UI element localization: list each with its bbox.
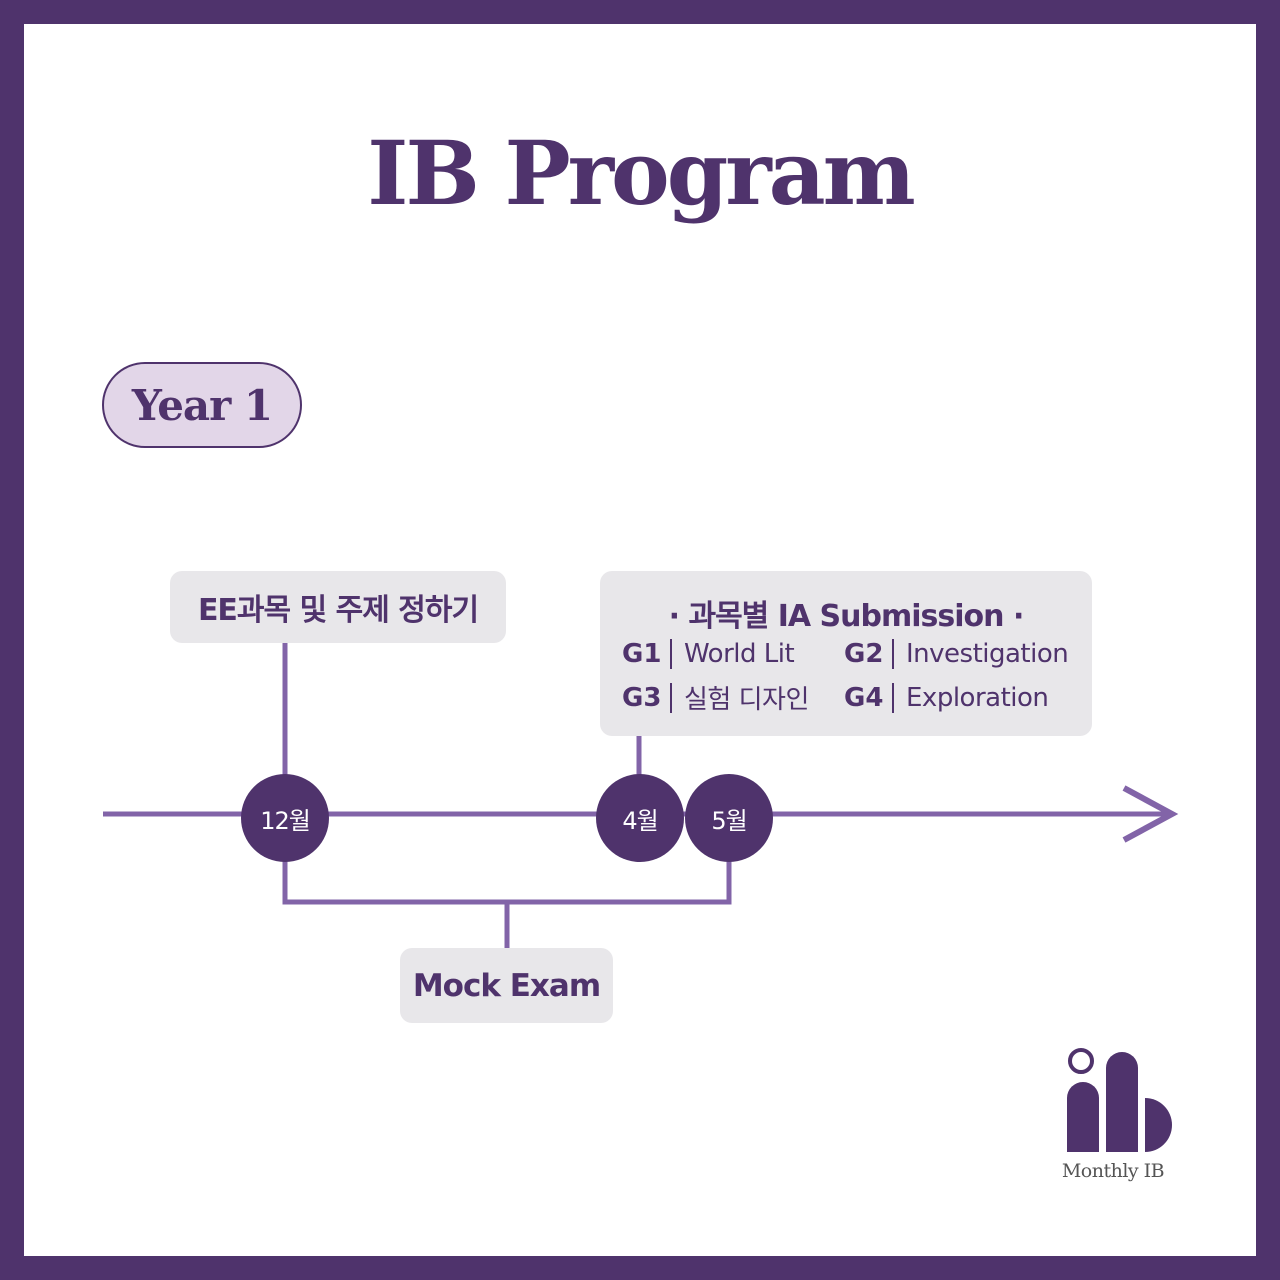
ia-group: G1 (622, 639, 662, 669)
timeline-node-may: 5월 (685, 774, 773, 862)
ia-group: G3 (622, 682, 662, 713)
arrow-head-icon (1122, 785, 1179, 843)
ia-item: G3 실험 디자인 (622, 679, 844, 716)
logo-b-bowl (1145, 1098, 1172, 1152)
logo-i-stem (1067, 1082, 1099, 1152)
ia-subject: Investigation (906, 639, 1069, 669)
logo-b-stem (1106, 1052, 1138, 1152)
ia-row: G1 World Lit G2 Investigation (622, 639, 1069, 669)
ia-group: G2 (844, 639, 884, 669)
page-title: IB Program (367, 121, 915, 225)
ia-subject: 실험 디자인 (684, 685, 809, 715)
monthly-ib-logo-icon (1067, 1048, 1172, 1152)
timeline-node-december: 12월 (241, 774, 329, 862)
mock-exam-box: Mock Exam (400, 948, 613, 1023)
ia-submission-box: · 과목별 IA Submission · G1 World Lit G2 In… (600, 571, 1092, 736)
year-badge: Year 1 (102, 362, 302, 448)
ia-row: G3 실험 디자인 G4 Exploration (622, 679, 1049, 716)
ia-item: G2 Investigation (844, 639, 1069, 669)
ia-group: G4 (844, 682, 884, 713)
ia-item: G1 World Lit (622, 639, 844, 669)
ia-subject: Exploration (906, 682, 1049, 713)
connector-mock-bracket (282, 850, 732, 905)
timeline-node-april: 4월 (596, 774, 684, 862)
divider (892, 682, 894, 713)
divider (670, 682, 672, 713)
logo-text: Monthly IB (1061, 1160, 1165, 1182)
divider (670, 639, 672, 669)
ia-item: G4 Exploration (844, 682, 1049, 713)
ia-heading: · 과목별 IA Submission · (668, 599, 1025, 634)
ee-topic-box: EE과목 및 주제 정하기 (170, 571, 506, 643)
ia-subject: World Lit (684, 639, 795, 669)
divider (892, 639, 894, 669)
logo-dot (1068, 1048, 1094, 1074)
